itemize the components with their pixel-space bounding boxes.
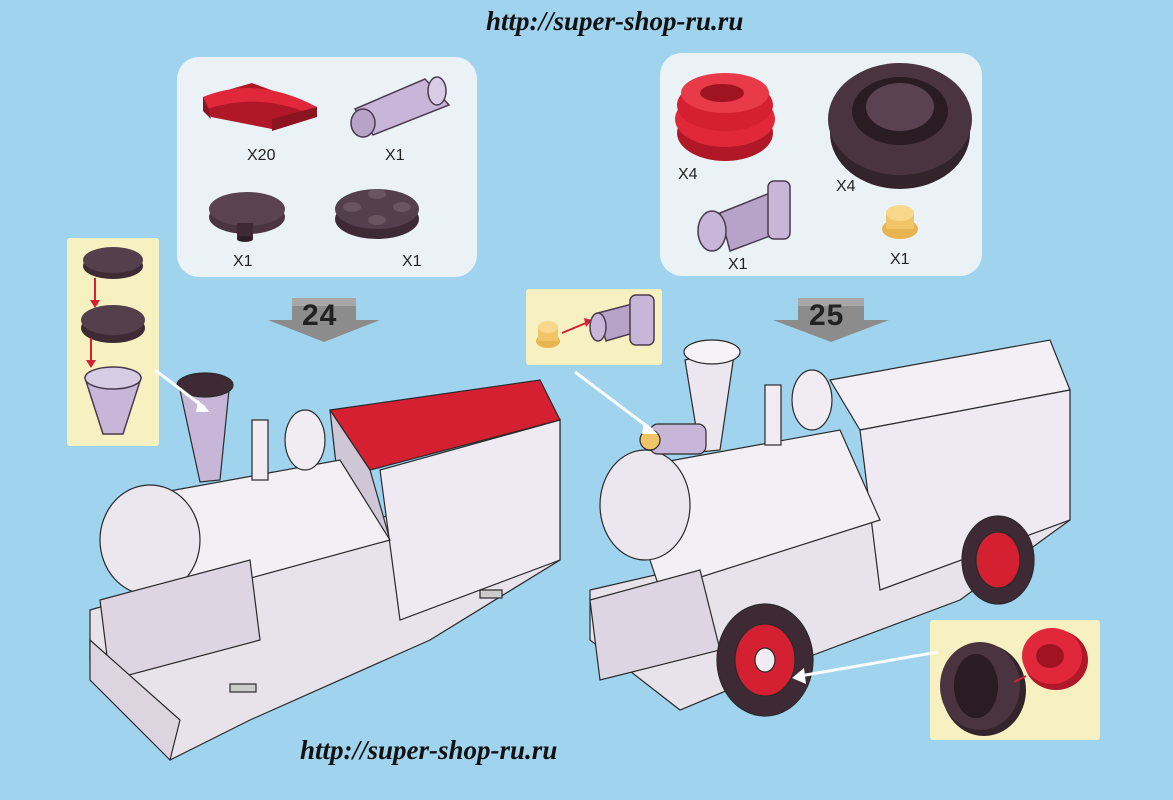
step-number: 25 xyxy=(809,299,845,332)
piston-assembly-inset xyxy=(526,289,662,365)
footer-url[interactable]: http://super-shop-ru.ru xyxy=(300,735,558,765)
chimney-assembly-art xyxy=(81,247,145,435)
step-25-parts-panel: X4 X4 X1 X1 xyxy=(660,53,982,276)
train-step-25 xyxy=(589,339,1071,717)
chimney-assembly-inset xyxy=(67,238,159,446)
down-arrow-icon xyxy=(268,298,380,342)
part-qty: X1 xyxy=(233,253,253,270)
part-qty: X1 xyxy=(890,251,910,268)
dark-round-plate-icon xyxy=(335,189,419,239)
step-25-parts-art xyxy=(675,63,972,252)
part-qty: X20 xyxy=(247,147,276,164)
step-24-parts-art xyxy=(203,76,451,242)
part-qty: X4 xyxy=(836,178,856,195)
train-step-24 xyxy=(89,372,561,762)
pointer-arrow xyxy=(154,368,206,410)
red-curved-slope-icon xyxy=(203,83,317,131)
tan-round-stud-icon xyxy=(882,205,918,239)
piston-assembly-art xyxy=(536,294,655,348)
part-qty: X1 xyxy=(385,147,405,164)
pointer-arrow xyxy=(799,650,939,678)
lavender-cylinder-piston-icon xyxy=(697,180,791,252)
down-arrow-icon xyxy=(773,298,889,342)
header-url[interactable]: http://super-shop-ru.ru xyxy=(486,6,744,36)
pointer-arrow xyxy=(574,370,653,432)
step-number: 24 xyxy=(302,299,338,332)
lavender-cone-icon xyxy=(350,76,451,138)
dark-round-tile-icon xyxy=(209,192,285,242)
part-qty: X4 xyxy=(678,166,698,183)
red-wheel-hub-icon xyxy=(675,73,775,161)
step-24-parts-panel: X20 X1 X1 X1 xyxy=(177,57,477,277)
wheel-assembly-inset xyxy=(930,620,1100,740)
step-24-indicator: 24 xyxy=(268,296,380,344)
step-25-indicator: 25 xyxy=(773,296,889,344)
part-qty: X1 xyxy=(402,253,422,270)
part-qty: X1 xyxy=(728,256,748,273)
dark-tire-icon xyxy=(828,63,972,189)
wheel-assembly-art xyxy=(940,628,1088,736)
